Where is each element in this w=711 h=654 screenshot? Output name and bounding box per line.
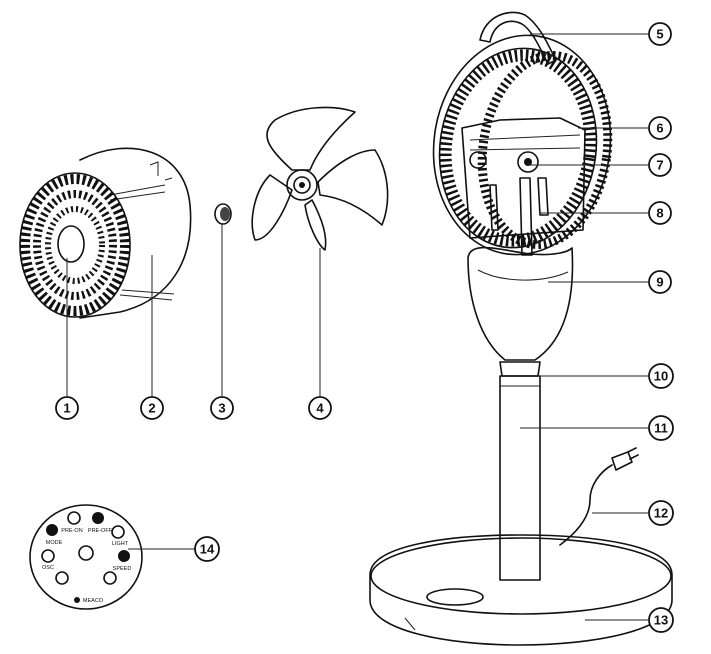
fan-body-housing (467, 246, 574, 361)
pole (499, 375, 541, 581)
osc-button (41, 549, 55, 563)
callout-5: 5 (648, 22, 672, 46)
callout-10: 10 (648, 363, 674, 389)
power-button (78, 545, 94, 561)
remote-label-mode: MODE (46, 540, 63, 546)
svg-text:1: 1 (63, 401, 70, 416)
svg-text:3: 3 (218, 401, 225, 416)
brand-logo-icon (74, 597, 80, 603)
svg-text:7: 7 (656, 158, 663, 173)
svg-text:12: 12 (654, 506, 668, 521)
fan-blade (251, 106, 389, 251)
callout-11: 11 (648, 415, 674, 441)
remote-control: PRE-ON PRE-OFF MODE LIGHT OSC SPEED MEAC… (29, 504, 143, 610)
svg-text:6: 6 (656, 121, 663, 136)
blade-nut (214, 203, 232, 225)
front-grille (19, 172, 131, 318)
callout-14: 14 (194, 536, 220, 562)
pre-off-button (92, 512, 104, 524)
carry-handle (479, 11, 557, 65)
fan-head (432, 34, 613, 256)
leader-lines (66, 33, 648, 621)
svg-text:10: 10 (654, 369, 668, 384)
remote-label-speed: SPEED (113, 566, 132, 572)
svg-text:2: 2 (148, 401, 155, 416)
callout-8: 8 (648, 201, 672, 225)
speed-down-button (103, 571, 117, 585)
pre-on-button (67, 511, 81, 525)
remote-label-light: LIGHT (112, 541, 129, 547)
svg-text:9: 9 (656, 275, 663, 290)
remote-brand: MEACO (83, 598, 104, 604)
mode-button (46, 524, 58, 536)
remote-label-pre-on: PRE-ON (61, 528, 82, 534)
callout-13: 13 (648, 607, 674, 633)
svg-text:5: 5 (656, 27, 663, 42)
svg-text:11: 11 (654, 421, 668, 436)
callout-7: 7 (648, 153, 672, 177)
light-button (111, 525, 125, 539)
svg-text:14: 14 (200, 542, 215, 557)
tilt-button (55, 571, 69, 585)
callout-3: 3 (210, 396, 234, 420)
callout-12: 12 (648, 500, 674, 526)
svg-text:4: 4 (316, 401, 324, 416)
callout-4: 4 (308, 396, 332, 420)
svg-text:8: 8 (656, 206, 663, 221)
height-collar (499, 361, 541, 377)
power-cord (559, 447, 639, 546)
speed-up-button (118, 550, 130, 562)
callout-1: 1 (55, 396, 79, 420)
base (369, 534, 673, 646)
remote-label-pre-off: PRE-OFF (88, 528, 113, 534)
rear-shell (79, 147, 192, 319)
callout-9: 9 (648, 270, 672, 294)
callout-6: 6 (648, 116, 672, 140)
remote-label-osc: OSC (42, 565, 54, 571)
svg-text:13: 13 (654, 613, 668, 628)
callout-2: 2 (140, 396, 164, 420)
